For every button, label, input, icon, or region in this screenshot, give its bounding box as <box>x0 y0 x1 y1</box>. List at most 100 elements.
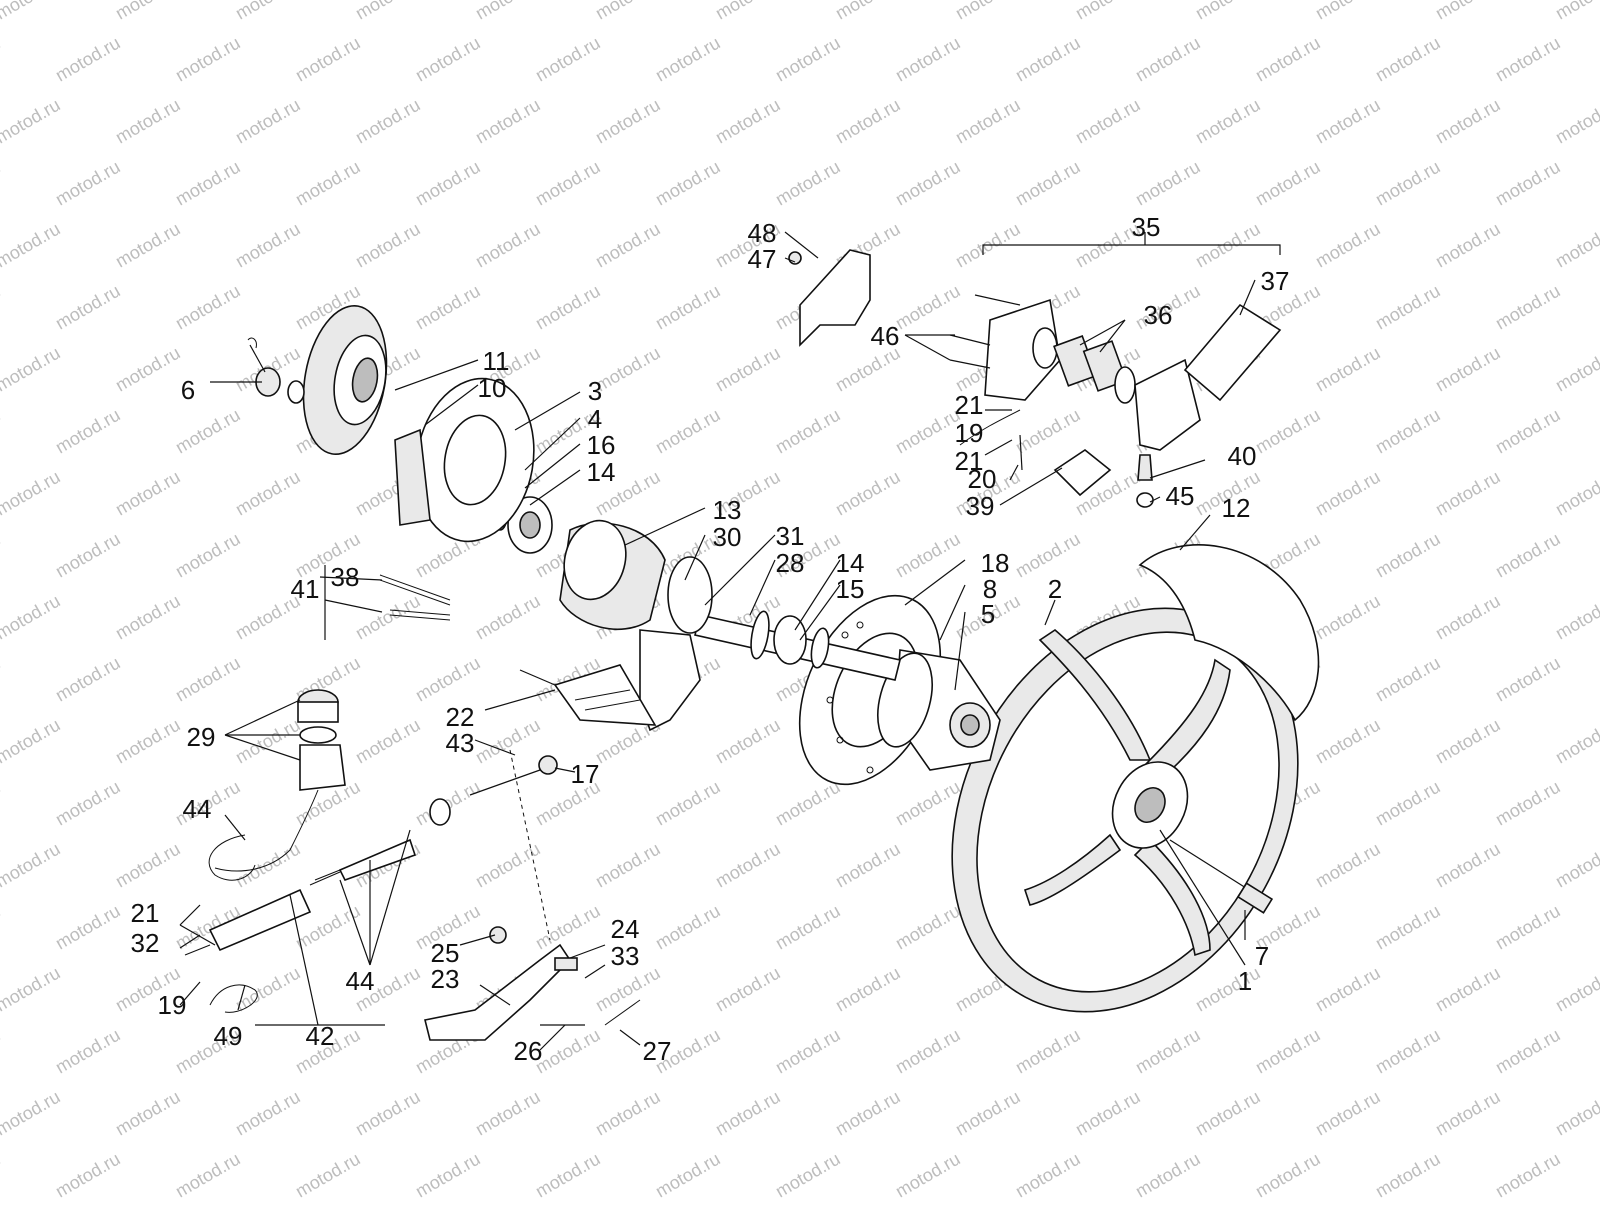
watermark-text: motod.ru <box>592 95 664 148</box>
watermark-text: motod.ru <box>52 281 124 334</box>
watermark-text: motod.ru <box>112 467 184 520</box>
watermark-text: motod.ru <box>772 1025 844 1078</box>
watermark-text: motod.ru <box>712 95 784 148</box>
watermark-text: motod.ru <box>1252 1149 1324 1200</box>
wheel-axle <box>1169 839 1274 914</box>
callout-label: 6 <box>181 375 195 405</box>
watermark-text: motod.ru <box>1312 591 1384 644</box>
watermark-text: motod.ru <box>232 0 304 23</box>
watermark-text: motod.ru <box>352 1087 424 1140</box>
chain-guard-bracket <box>519 664 657 726</box>
callout-label: 44 <box>346 966 375 996</box>
watermark-text: motod.ru <box>772 157 844 210</box>
watermark-text: motod.ru <box>1312 0 1384 23</box>
watermark-text: motod.ru <box>592 0 664 23</box>
watermark-text: motod.ru <box>892 1025 964 1078</box>
watermark-text: motod.ru <box>1372 777 1444 830</box>
callout-label: 39 <box>966 491 995 521</box>
hose-clip <box>209 984 258 1013</box>
watermark-text: motod.ru <box>1432 0 1504 23</box>
callout-label: 15 <box>836 574 865 604</box>
watermark-text: motod.ru <box>1312 715 1384 768</box>
watermark-text: motod.ru <box>1432 467 1504 520</box>
watermark-text: motod.ru <box>1432 1087 1504 1140</box>
watermark-text: motod.ru <box>832 467 904 520</box>
watermark-text: motod.ru <box>772 33 844 86</box>
watermark-text: motod.ru <box>472 839 544 892</box>
watermark-text: motod.ru <box>892 405 964 458</box>
watermark-text: motod.ru <box>892 901 964 954</box>
watermark-text: motod.ru <box>892 157 964 210</box>
watermark-text: motod.ru <box>1012 157 1084 210</box>
watermark-text: motod.ru <box>1432 591 1504 644</box>
watermark-text: motod.ru <box>1552 95 1600 148</box>
watermark-text: motod.ru <box>1312 343 1384 396</box>
watermark-text: motod.ru <box>0 95 64 148</box>
watermark-text: motod.ru <box>892 777 964 830</box>
watermark-text: motod.ru <box>832 0 904 23</box>
watermark-text: motod.ru <box>172 1149 244 1200</box>
watermark-text: motod.ru <box>112 839 184 892</box>
watermark-text: motod.ru <box>712 1087 784 1140</box>
watermark-text: motod.ru <box>292 1149 364 1200</box>
leader-lines <box>179 231 1281 1051</box>
watermark-text: motod.ru <box>1432 839 1504 892</box>
callout-label: 18 <box>981 548 1010 578</box>
watermark-text: motod.ru <box>232 467 304 520</box>
watermark-text: motod.ru <box>112 1087 184 1140</box>
watermark-text: motod.ru <box>0 529 4 582</box>
watermark-text: motod.ru <box>0 281 4 334</box>
watermark-text: motod.ru <box>1552 219 1600 272</box>
watermark-text: motod.ru <box>1132 1025 1204 1078</box>
watermark-text: motod.ru <box>52 777 124 830</box>
watermark-text: motod.ru <box>652 405 724 458</box>
watermark-text: motod.ru <box>532 1149 604 1200</box>
watermark-text: motod.ru <box>1252 1025 1324 1078</box>
watermark-text: motod.ru <box>1372 529 1444 582</box>
brake-pedal <box>424 926 641 1041</box>
watermark-text: motod.ru <box>172 529 244 582</box>
watermark-text: motod.ru <box>1312 467 1384 520</box>
watermark-text: motod.ru <box>1012 33 1084 86</box>
watermark-text: motod.ru <box>652 901 724 954</box>
watermark-text: motod.ru <box>412 1149 484 1200</box>
watermark-text: motod.ru <box>1372 1025 1444 1078</box>
watermark-text: motod.ru <box>1312 839 1384 892</box>
watermark-text: motod.ru <box>0 591 64 644</box>
watermark-text: motod.ru <box>652 777 724 830</box>
watermark-text: motod.ru <box>472 591 544 644</box>
watermark-text: motod.ru <box>1372 653 1444 706</box>
watermark-text: motod.ru <box>952 95 1024 148</box>
pad-holder <box>1053 449 1112 497</box>
callout-label: 16 <box>587 430 616 460</box>
watermark-text: motod.ru <box>1072 1087 1144 1140</box>
callout-label: 21 <box>955 446 984 476</box>
watermark-text: motod.ru <box>712 343 784 396</box>
watermark-text: motod.ru <box>1552 963 1600 1016</box>
watermark-text: motod.ru <box>1372 281 1444 334</box>
watermark-text: motod.ru <box>1492 529 1564 582</box>
watermark-text: motod.ru <box>832 963 904 1016</box>
watermark-text: motod.ru <box>832 839 904 892</box>
watermark-text: motod.ru <box>1192 963 1264 1016</box>
callout-label: 23 <box>431 964 460 994</box>
callout-label: 49 <box>214 1021 243 1051</box>
watermark-text: motod.ru <box>112 219 184 272</box>
brake-caliper <box>949 294 1201 451</box>
watermark-text: motod.ru <box>1552 343 1600 396</box>
watermark-text: motod.ru <box>652 33 724 86</box>
watermark-text: motod.ru <box>532 281 604 334</box>
watermark-text: motod.ru <box>892 1149 964 1200</box>
callout-label: 19 <box>158 990 187 1020</box>
watermark-text: motod.ru <box>412 157 484 210</box>
callout-label: 4 <box>588 404 602 434</box>
callout-label: 20 <box>968 464 997 494</box>
callout-label: 8 <box>983 574 997 604</box>
watermark-text: motod.ru <box>52 33 124 86</box>
watermark-text: motod.ru <box>592 839 664 892</box>
watermark-text: motod.ru <box>892 33 964 86</box>
watermark-text: motod.ru <box>532 1025 604 1078</box>
